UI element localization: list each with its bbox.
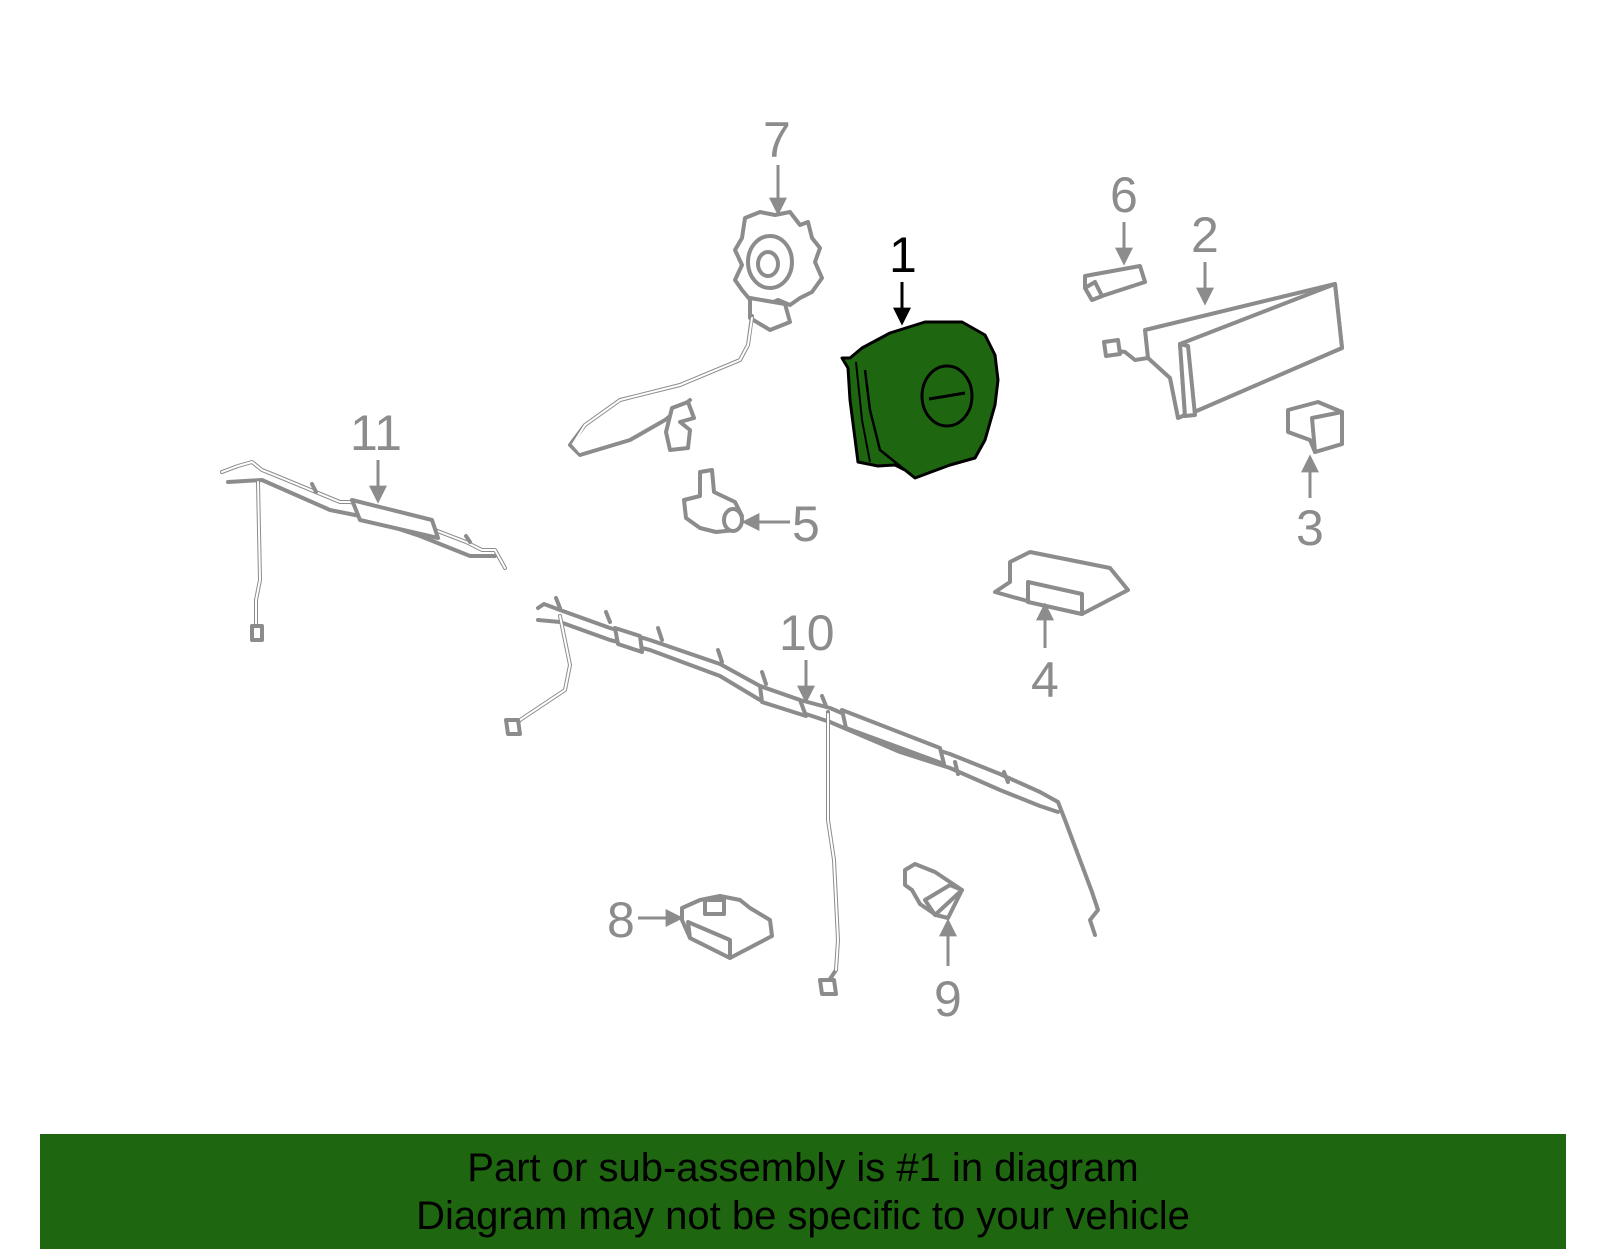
callout-5: 5 (792, 496, 820, 552)
banner-line-2: Diagram may not be specific to your vehi… (416, 1194, 1190, 1238)
info-banner: Part or sub-assembly is #1 in diagram Di… (40, 1134, 1566, 1249)
callout-10: 10 (779, 605, 835, 661)
banner-line-1: Part or sub-assembly is #1 in diagram (467, 1146, 1139, 1190)
callout-1: 1 (889, 227, 917, 283)
part-3-bracket[interactable] (1286, 400, 1344, 454)
callout-6: 6 (1110, 167, 1138, 223)
callout-8: 8 (607, 892, 635, 948)
part-11-curtain-airbag[interactable] (220, 460, 507, 642)
part-10-roof-rail-airbag[interactable] (504, 596, 1100, 996)
part-9-bracket[interactable] (903, 862, 964, 920)
callout-7: 7 (763, 112, 791, 168)
part-6-clip[interactable] (1083, 264, 1147, 302)
callout-3: 3 (1296, 500, 1324, 556)
part-1-driver-airbag[interactable] (840, 320, 1000, 480)
part-4-control-module[interactable] (993, 550, 1130, 616)
part-2-passenger-airbag[interactable] (1102, 282, 1344, 420)
part-8-sensor-module[interactable] (680, 894, 774, 960)
callout-11: 11 (350, 405, 402, 461)
callout-4: 4 (1031, 652, 1059, 708)
part-5-impact-sensor[interactable] (682, 468, 744, 534)
callout-2: 2 (1191, 207, 1219, 263)
part-7-clockspring[interactable] (568, 210, 824, 457)
callout-9: 9 (934, 971, 962, 1027)
